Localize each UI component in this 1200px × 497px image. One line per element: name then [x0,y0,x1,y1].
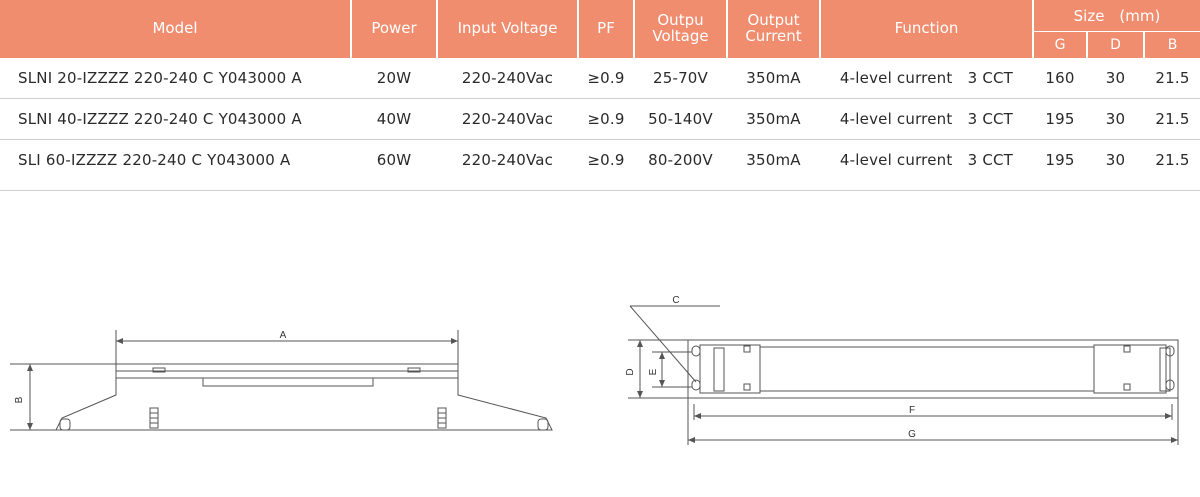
header-output-current-line2: Current [745,27,802,45]
header-model: Model [0,0,350,58]
cell-size-d: 30 [1105,110,1126,128]
header-output-voltage: Outpu Voltage [635,0,726,58]
dimension-label-c: C [672,295,679,306]
cell-size-b: 21.5 [1155,69,1190,87]
cell-pf: ≥0.9 [587,110,625,128]
cell-output-current: 350mA [746,151,801,169]
header-output-voltage-line1: Outpu [657,11,704,30]
table-bottom-divider [0,190,1200,191]
cell-input-voltage: 220-240Vac [461,110,554,128]
side-view-diagram: A B [10,330,553,431]
header-pf: PF [579,0,633,58]
cell-output-voltage: 50-140V [648,110,713,128]
header-size-g: G [1034,32,1086,58]
cell-pf: ≥0.9 [587,151,625,169]
cell-size-g: 160 [1045,69,1075,87]
dimension-label-f: F [909,405,915,416]
cell-pf: ≥0.9 [587,69,625,87]
cell-power: 20W [376,69,412,87]
cell-model: SLNI 20-IZZZZ 220-240 C Y043000 A [18,69,302,87]
cell-model: SLNI 40-IZZZZ 220-240 C Y043000 A [18,110,302,128]
top-view-diagram: C D E F G [625,295,1179,445]
cell-size-g: 195 [1045,110,1075,128]
cell-size-d: 30 [1105,69,1126,87]
cell-function: 4-level current 3 CCT [839,151,1014,169]
header-function: Function [821,0,1032,58]
dimension-label-d: D [625,368,636,375]
cell-input-voltage: 220-240Vac [461,151,554,169]
cell-size-b: 21.5 [1155,151,1190,169]
dimension-label-g: G [908,429,916,440]
header-output-current: Output Current [728,0,819,58]
header-size: Size (mm) [1034,0,1200,31]
header-output-current-line1: Output [747,11,800,30]
cell-output-current: 350mA [746,69,801,87]
header-size-d: D [1088,32,1143,58]
row-divider [0,98,1200,99]
cell-size-d: 30 [1105,151,1126,169]
cell-size-b: 21.5 [1155,110,1190,128]
cell-size-g: 195 [1045,151,1075,169]
cell-input-voltage: 220-240Vac [461,69,554,87]
dimension-label-b: B [14,396,25,403]
cell-output-current: 350mA [746,110,801,128]
cell-output-voltage: 80-200V [648,151,713,169]
dimension-label-e: E [648,368,659,375]
row-divider [0,139,1200,140]
cell-power: 60W [376,151,412,169]
cell-output-voltage: 25-70V [652,69,709,87]
header-power: Power [352,0,436,58]
header-size-b: B [1145,32,1200,58]
cell-power: 40W [376,110,412,128]
cell-function: 4-level current 3 CCT [839,69,1014,87]
header-output-voltage-line2: Voltage [652,27,709,45]
header-input-voltage: Input Voltage [438,0,577,58]
cell-model: SLI 60-IZZZZ 220-240 C Y043000 A [18,151,291,169]
cell-function: 4-level current 3 CCT [839,110,1014,128]
dimension-label-a: A [280,330,287,341]
